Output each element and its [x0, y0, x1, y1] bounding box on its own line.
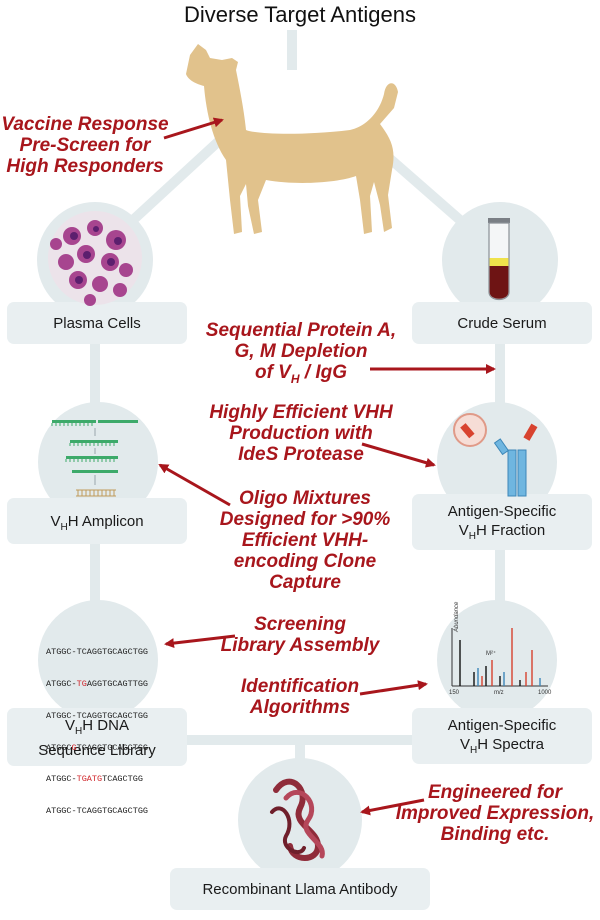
spectrum-xlabel: m/z — [494, 690, 504, 696]
recombinant-antibody-label: Recombinant Llama Antibody — [202, 881, 398, 898]
depletion-prefix: of V — [254, 362, 291, 383]
sequence-line: ATGGC-TCAGGTGCAGCTGG — [46, 806, 148, 817]
serum-tube-icon — [488, 218, 510, 301]
vhh-amplicon-label: VHH Amplicon — [7, 512, 187, 537]
sequence-text-rest: TCAGCTGG — [102, 774, 143, 785]
sequence-text-rest: AGGTGCAGTTGG — [86, 678, 149, 689]
annotation-line: encoding Clone — [233, 551, 377, 572]
annotation-line: Algorithms — [249, 697, 351, 718]
diagram-title: Diverse Target Antigens — [184, 2, 416, 27]
library-suffix: H DNA — [82, 717, 129, 734]
annotation-line: Oligo Mixtures — [239, 488, 371, 509]
vhh-amplicon-prefix: V — [50, 513, 61, 530]
annotation-identification: Identification Algorithms — [210, 676, 390, 718]
annotation-depletion: Sequential Protein A, G, M Depletion of … — [196, 320, 406, 390]
amplicon-image — [51, 420, 138, 497]
annotation-line: IdeS Protease — [238, 444, 364, 465]
plasma-cells-image — [48, 211, 142, 306]
fraction-prefix: V — [458, 522, 469, 539]
llama-icon — [186, 44, 398, 234]
annotation-oligo-mixtures: Oligo Mixtures Designed for >90% Efficie… — [200, 488, 410, 593]
annotation-line: Library Assembly — [220, 635, 380, 656]
sequence-line: ATGGCGTCAGGTGCAGCTGG — [46, 743, 148, 754]
library-line2: Sequence Library — [38, 742, 156, 759]
annotation-engineered: Engineered for Improved Expression, Bind… — [392, 782, 598, 845]
sequence-mutation: TG — [76, 678, 87, 689]
vhh-amplicon-suffix: H Amplicon — [67, 513, 144, 530]
annotation-line: High Responders — [6, 156, 164, 177]
annotation-production: Highly Efficient VHH Production with Ide… — [196, 402, 406, 465]
annotation-line: Designed for >90% — [219, 509, 391, 530]
sequence-line: ATGGC-TGAGGTGCAGTTGG — [46, 679, 148, 690]
node-boxes — [7, 302, 592, 910]
sequence-line: ATGGC-TCAGGTGCAGCTGG — [46, 711, 148, 722]
depletion-suffix: / IgG — [299, 362, 348, 383]
annotation-line: G, M Depletion — [234, 341, 368, 362]
spectra-line2: VHH Spectra — [412, 735, 592, 760]
sequence-mutation: TGATG — [76, 774, 103, 785]
annotation-line: Efficient VHH- — [241, 530, 369, 551]
sequence-text-rest: TCAGGTGCAGCTGG — [76, 742, 149, 753]
annotation-line: Pre-Screen for — [19, 135, 151, 156]
spectrum-x-end: 1000 — [538, 690, 552, 696]
spectrum-peak-label: M²⁺ — [486, 651, 497, 657]
fraction-line2: VHH Fraction — [412, 521, 592, 546]
annotation-line: Identification — [240, 676, 360, 697]
annotation-vaccine-response: Vaccine Response Pre-Screen for High Res… — [0, 114, 170, 177]
annotation-line: Production with — [229, 423, 373, 444]
annotation-line: Vaccine Response — [1, 114, 169, 135]
antibody-fraction-image — [453, 413, 538, 497]
antigen-specific-spectra-label: Antigen-Specific VHH Spectra — [412, 716, 592, 760]
spectra-prefix: V — [460, 736, 471, 753]
dna-sequence-list: ATGGC-TCAGGTGCAGCTGG ATGGC-TGAGGTGCAGTTG… — [46, 626, 148, 838]
recombinant-antibody-image — [270, 778, 325, 861]
vhh-dna-library-label: VHH DNA Sequence Library — [7, 716, 187, 760]
sequence-text: ATGGC- — [46, 678, 77, 689]
depletion-subscript: H — [290, 371, 300, 386]
mass-spectrum-image — [451, 628, 548, 687]
spectra-line1: Antigen-Specific — [447, 717, 557, 734]
library-line1: VHH DNA — [7, 716, 187, 741]
antigen-specific-fraction-label: Antigen-Specific VHH Fraction — [412, 502, 592, 546]
annotation-line: Sequential Protein A, — [205, 320, 397, 341]
vhh-amplicon-subscript: H — [60, 522, 68, 533]
annotation-line: Engineered for — [427, 782, 563, 803]
annotation-screening: Screening Library Assembly — [210, 614, 390, 656]
fraction-subscript: H — [468, 531, 477, 542]
annotation-line: Highly Efficient VHH — [209, 402, 393, 423]
annotation-line: Screening — [254, 614, 346, 635]
fraction-line1: Antigen-Specific — [447, 503, 557, 520]
sequence-line: ATGGC-TGATGTCAGCTGG — [46, 774, 148, 785]
sequence-mutation: G — [71, 742, 77, 753]
annotation-line: of VH / IgG — [196, 362, 406, 390]
plasma-cells-label: Plasma Cells — [53, 315, 141, 332]
spectrum-x-start: 150 — [449, 690, 460, 696]
spectra-suffix: H Spectra — [477, 736, 544, 753]
sequence-text: ATGGC-TCAGGTGCAGCTGG — [46, 806, 149, 817]
library-prefix: V — [65, 717, 76, 734]
annotation-line: Capture — [269, 572, 341, 593]
sequence-line: ATGGC-TCAGGTGCAGCTGG — [46, 647, 148, 658]
annotation-line: Binding etc. — [440, 824, 550, 845]
flow-arrows — [158, 117, 496, 816]
spectrum-ylabel: Abundance — [454, 601, 460, 632]
sequence-text: ATGGC-TCAGGTGCAGCTGG — [46, 710, 149, 721]
spectra-subscript: H — [470, 745, 478, 756]
sequence-text: ATGGC-TCAGGTGCAGCTGG — [46, 647, 149, 658]
fraction-suffix: H Fraction — [476, 522, 546, 539]
crude-serum-label: Crude Serum — [457, 315, 547, 332]
sequence-text: ATGGC- — [46, 774, 77, 785]
sequence-text: ATGGC — [46, 742, 72, 753]
annotation-line: Improved Expression, — [395, 803, 595, 824]
library-subscript: H — [75, 726, 83, 737]
